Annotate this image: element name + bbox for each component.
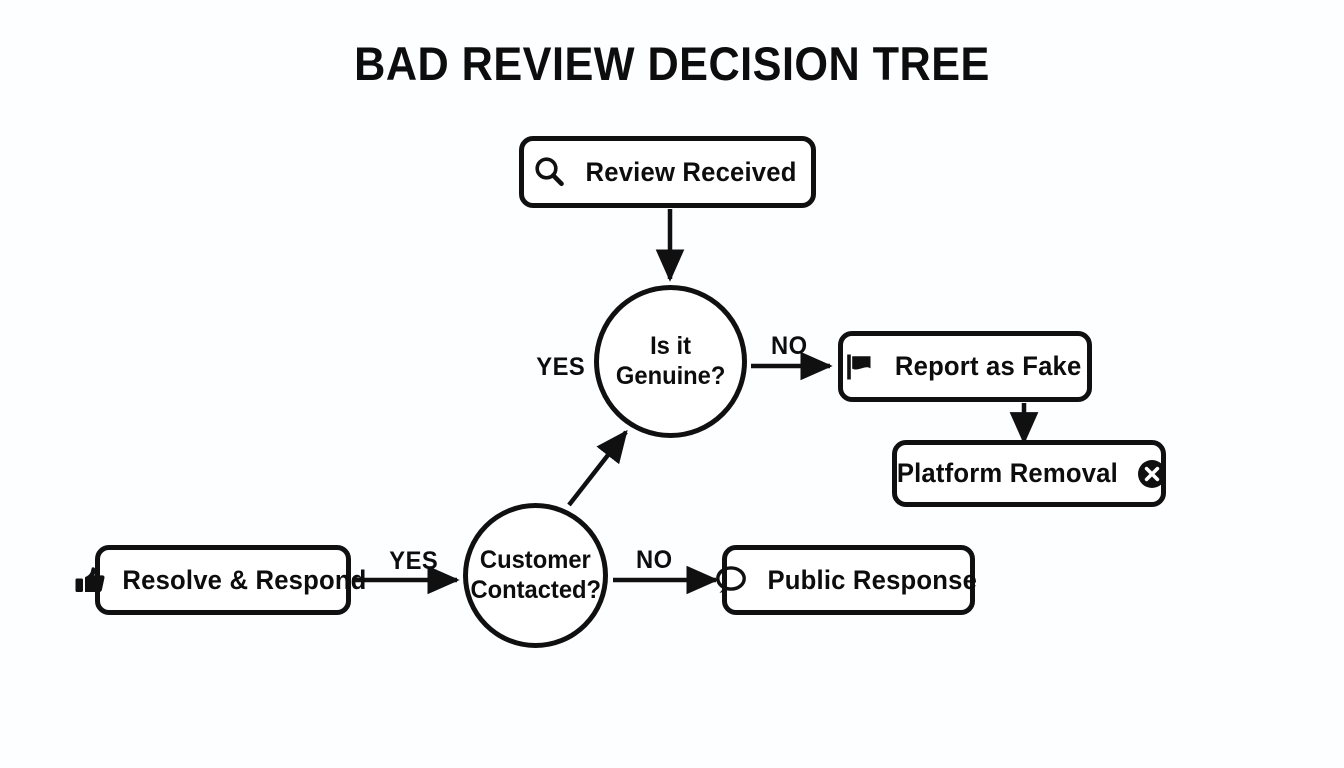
edge-label-genuine-yes: YES [536,353,586,381]
thumbs-up-icon [74,564,106,596]
node-resolve-respond-label: Resolve & Respond [121,564,367,595]
edge-label-genuine-no: NO [770,332,808,360]
node-customer-contacted[interactable]: Customer Contacted? [463,503,608,648]
circle-x-icon [1137,459,1167,489]
edge-label-contacted-no: NO [635,546,673,574]
node-platform-removal-label: Platform Removal [896,458,1118,488]
node-public-response-label: Public Response [767,564,978,595]
node-customer-contacted-line1: Customer [480,546,591,574]
node-report-as-fake[interactable]: Report as Fake [838,331,1092,402]
node-customer-contacted-line2: Contacted? [470,575,601,604]
node-report-as-fake-label: Report as Fake [894,351,1082,381]
flag-icon [844,351,876,383]
page-title: BAD REVIEW DECISION TREE [354,37,990,90]
node-is-genuine-line2: Genuine? [615,361,726,390]
node-review-received[interactable]: Review Received [519,136,816,208]
node-is-genuine-line1: Is it [650,332,691,360]
node-platform-removal[interactable]: Platform Removal [892,440,1167,507]
node-public-response[interactable]: Public Response [716,545,978,615]
speech-bubble-icon [714,564,748,596]
node-resolve-respond[interactable]: Resolve & Respond [75,545,366,615]
edge-label-contacted-yes: YES [389,547,439,575]
edge-contacted-to-genuine [567,429,628,507]
node-review-received-label: Review Received [585,156,798,187]
node-is-genuine[interactable]: Is it Genuine? [594,285,747,438]
search-icon [532,155,566,189]
